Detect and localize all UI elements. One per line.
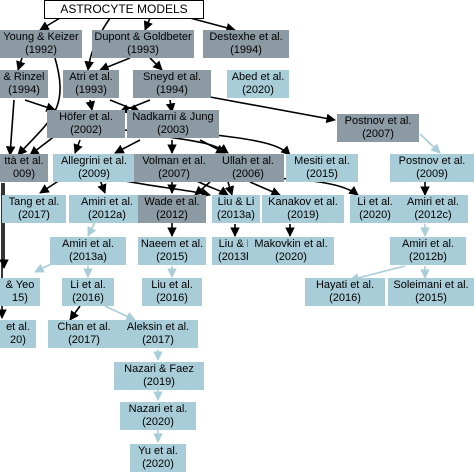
node-amiri-2012b: Amiri et al.(2012b) [390,237,466,265]
node-tta-2009: ttà et al.009) [0,154,48,182]
node-ullah-2006: Ullah et al.(2006) [212,154,284,182]
edge-allegrini-tang [39,179,61,194]
node-li-2020: Li et al.(2020) [350,195,400,223]
edge-rinzel-hofer [24,99,56,112]
node-kanakov-2019: Kanakov et al.(2019) [262,195,344,223]
edge-root-destexhe [189,17,236,33]
edge-allegrini-amiri2012a [97,179,107,194]
node-sneyd-1994: Sneyd et al.(1994) [133,70,211,98]
node-wade-2012: Wade et al.(2012) [138,195,206,223]
edge-nadkarni-ullah [199,139,226,154]
edge-li2016-chan [69,305,81,321]
edge-nadkarni-mesiti [214,134,291,156]
node-nadkarni-jung-2003: Nadkarni & Jung(2003) [127,110,219,138]
edge-amiri2012a-amiri2013a [87,221,97,237]
edge-young-rinzel [16,57,26,71]
node-nazari-2020: Nazari et al.(2020) [120,402,196,430]
node-makovkin-2020: Makovkin et al.(2020) [248,237,334,265]
edge-ullah-kanakov [249,181,281,196]
node-amiri-2012c: Amiri et al.(2012c) [398,195,468,223]
edge-dupont-atri [99,57,131,72]
edge-sneyd-hofer [119,99,151,114]
node-dupont-goldbeter-1993: Dupont & Goldbeter(1993) [92,30,194,58]
node-nazari-faez-2019: Nazari & Faez(2019) [114,362,204,390]
node-rinzel-1994: & Rinzel(1994) [0,70,48,98]
node-yu-2020: Yu et al.(2020) [130,444,186,472]
edge-nadkarni-allegrini [114,139,141,154]
node-hayati-2016: Hayati et al.(2016) [305,278,385,306]
edge-dupont-sneyd [149,57,163,71]
node-soleimani-2015: Soleimani et al.(2015) [388,278,474,306]
node-amiri-2013a: Amiri et al.(2013a) [50,237,126,265]
edge-sneyd-postnov2007 [209,96,336,124]
node-postnov-2009: Postnov et al.(2009) [390,154,474,182]
edge-postnov2007-postnov2009 [419,133,441,154]
node-hofer-2002: Höfer et al.(2002) [47,110,125,138]
edge-rinzel-tta [5,99,16,156]
node-volman-2007: Volman et al.(2007) [134,154,214,182]
node-root-label: ASTROCYTE MODELS [60,2,188,16]
edge-li2016-aleksin [104,305,136,321]
node-naeem-2015: Naeem et al.(2015) [138,237,206,265]
node-abed-2020: Abed et al.(2020) [227,70,289,98]
node-amiri-2012a: Amiri et al.(2012a) [69,195,145,223]
node-aleksin-2017: Aleksin et al.(2017) [118,320,198,348]
node-liu-2016: Liu et al.(2016) [142,278,202,306]
node-allegrini-2009: Allegrini et al.(2009) [53,154,135,182]
edge-root-young [39,17,61,31]
node-postnov-2007: Postnov et al.(2007) [337,114,419,142]
node-tang-2017: Tang et al.(2017) [2,195,66,223]
node-mesiti-2015: Mesiti et al.(2015) [286,154,358,182]
node-li-2016: Li et al.(2016) [62,278,114,306]
edge-hofer-allegrini [73,139,83,154]
node-cut-2020: et al.20) [0,320,36,348]
node-young-keizer-1992: Young & Keizer(1992) [0,30,82,58]
edge-allegrini-ullah [119,179,211,198]
edge-ullah-li2020 [269,177,359,196]
node-destexhe-1994: Destexhe et al.(1994) [203,30,289,58]
node-atri-1993: Atri et al.(1993) [63,70,119,98]
edge-amiri2012b-hayati [349,265,406,283]
node-root: ASTROCYTE MODELS [44,0,204,19]
edge-root-dupont [143,17,153,31]
edge-ullah-liu2013a [224,181,235,196]
node-chan-2017: Chan et al.(2017) [48,320,120,348]
node-liu-li-2013a: Liu & Li(2013a) [212,195,260,223]
edge-atri-hofer [85,99,96,111]
